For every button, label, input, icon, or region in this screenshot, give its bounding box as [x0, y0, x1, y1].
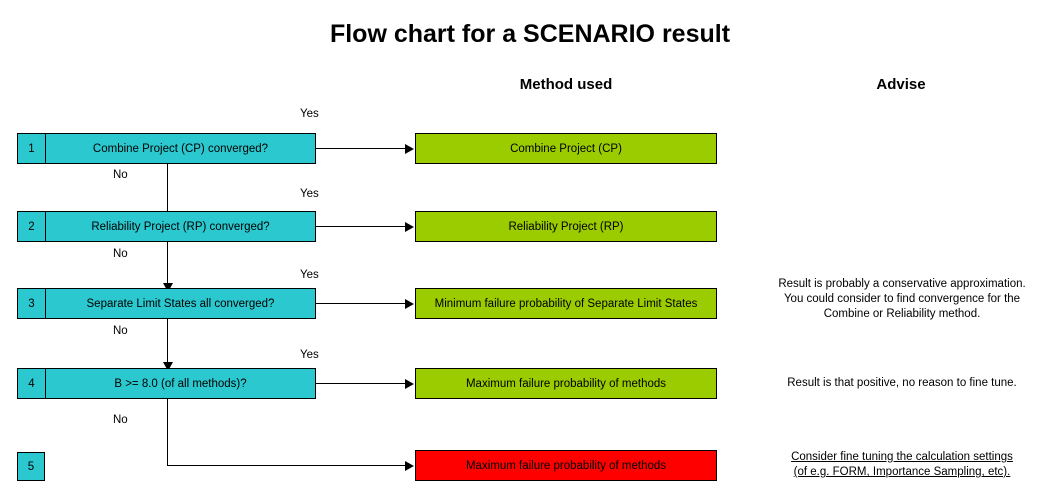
advise-line: (of e.g. FORM, Importance Sampling, etc)…	[793, 466, 1011, 478]
edge-to-red-arrow	[405, 461, 414, 471]
edge-yes-4	[316, 383, 406, 384]
column-header-advise: Advise	[876, 76, 926, 93]
result-box-1[interactable]: Combine Project (CP)	[415, 133, 717, 164]
edge-yes-2	[316, 226, 406, 227]
result-label-3: Minimum failure probability of Separate …	[434, 297, 698, 310]
result-box-5[interactable]: Maximum failure probability of methods	[415, 450, 717, 481]
result-label-1: Combine Project (CP)	[510, 142, 622, 155]
edge-yes-arrow-4	[405, 379, 414, 389]
advise-text-5: Consider fine tuning the calculation set…	[752, 450, 1052, 480]
decision-box-5[interactable]: 5	[17, 452, 45, 481]
decision-number-5: 5	[27, 460, 35, 473]
edge-label-no-2: No	[113, 248, 128, 260]
edge-label-yes-4: Yes	[300, 349, 319, 361]
edge-yes-arrow-3	[405, 299, 414, 309]
edge-yes-arrow-2	[405, 222, 414, 232]
result-box-2[interactable]: Reliability Project (RP)	[415, 211, 717, 242]
edge-yes-3	[316, 303, 406, 304]
decision-label-3: Separate Limit States all converged?	[86, 297, 275, 310]
edge-no-4	[167, 399, 168, 466]
edge-no-1	[167, 164, 168, 221]
decision-box-4[interactable]: 4 B >= 8.0 (of all methods)?	[17, 368, 316, 399]
advise-line: Result is probably a conservative approx…	[778, 278, 1026, 290]
edge-no-arrow-3	[163, 362, 173, 371]
decision-label-1: Combine Project (CP) converged?	[92, 142, 269, 155]
edge-label-yes-1: Yes	[300, 108, 319, 120]
edge-no-2	[167, 242, 168, 286]
decision-number-2: 2	[18, 212, 46, 241]
decision-label-4: B >= 8.0 (of all methods)?	[114, 377, 247, 390]
result-label-2: Reliability Project (RP)	[508, 220, 624, 233]
decision-box-2[interactable]: 2 Reliability Project (RP) converged?	[17, 211, 316, 242]
edge-no-3	[167, 319, 168, 365]
decision-number-3: 3	[18, 289, 46, 318]
decision-label-2: Reliability Project (RP) converged?	[91, 220, 270, 233]
advise-line: Result is that positive, no reason to fi…	[787, 377, 1017, 389]
edge-label-no-1: No	[113, 169, 128, 181]
decision-number-4: 4	[18, 369, 46, 398]
edge-yes-arrow-1	[405, 144, 414, 154]
advise-line: You could consider to find convergence f…	[783, 293, 1021, 305]
result-label-5: Maximum failure probability of methods	[465, 459, 667, 472]
advise-line: Combine or Reliability method.	[823, 308, 981, 320]
advise-text-4: Result is that positive, no reason to fi…	[752, 376, 1052, 391]
advise-line: Consider fine tuning the calculation set…	[791, 451, 1013, 463]
edge-label-yes-3: Yes	[300, 269, 319, 281]
advise-text-3: Result is probably a conservative approx…	[752, 277, 1052, 322]
edge-yes-1	[316, 148, 406, 149]
page-title: Flow chart for a SCENARIO result	[329, 20, 731, 48]
result-box-3[interactable]: Minimum failure probability of Separate …	[415, 288, 717, 319]
result-box-4[interactable]: Maximum failure probability of methods	[415, 368, 717, 399]
decision-number-1: 1	[18, 134, 46, 163]
decision-box-1[interactable]: 1 Combine Project (CP) converged?	[17, 133, 316, 164]
edge-label-yes-2: Yes	[300, 188, 319, 200]
decision-box-3[interactable]: 3 Separate Limit States all converged?	[17, 288, 316, 319]
result-label-4: Maximum failure probability of methods	[465, 377, 667, 390]
edge-no-arrow-2	[163, 283, 173, 292]
edge-label-no-4: No	[113, 414, 128, 426]
column-header-method-used: Method used	[519, 76, 613, 93]
edge-to-red-result	[167, 465, 406, 466]
edge-label-no-3: No	[113, 325, 128, 337]
